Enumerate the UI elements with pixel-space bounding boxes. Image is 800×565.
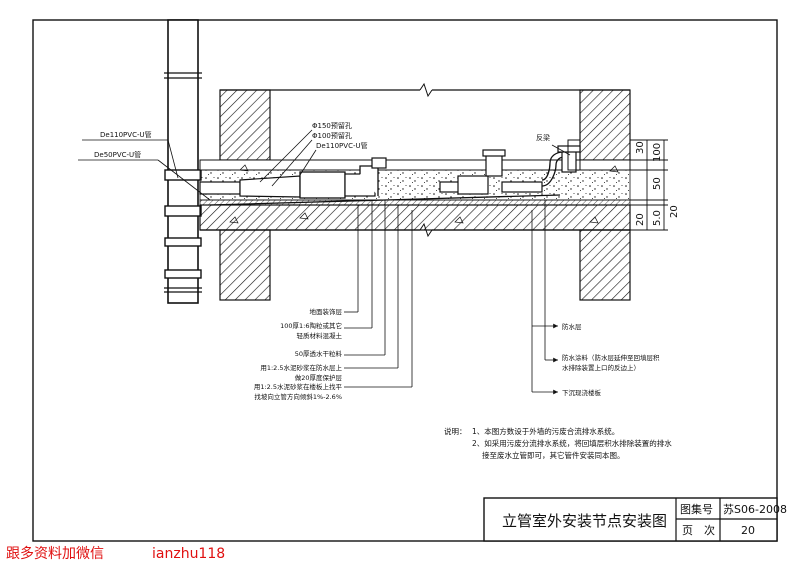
right-wall [579, 89, 631, 301]
layer-gravel: 50厚透水干粒料 [295, 349, 343, 358]
watermark: 跟多资料加微信 ianzhu118 [6, 543, 225, 563]
notes-line-1: 1、本图方数设于外墙的污废合流排水系统。 [472, 426, 619, 436]
vertical-riser-pipe [164, 19, 202, 304]
label-hole-100: Φ100预留孔 [312, 131, 352, 140]
pipe-labels: De110PVC-U管 De50PVC-U管 Φ150预留孔 Φ100预留孔 D… [94, 121, 550, 159]
atlas-number-label: 图集号 [680, 502, 713, 516]
leader-lines-left [78, 129, 571, 201]
layer-sunken-slab: 下沉现浇楼板 [562, 388, 602, 397]
ceiling-line [220, 82, 630, 98]
watermark-text-1: 跟多资料加微信 [6, 546, 104, 562]
layer-finish: 地面装饰层 [310, 307, 343, 316]
layer-protect-2: 做20厚度保护层 [295, 373, 343, 382]
drawing-title: 立管室外安装节点安装图 [502, 512, 667, 530]
label-de110-pipe: De110PVC-U管 [100, 130, 152, 139]
notes-line-2: 2、如采用污废分流排水系统，将回填层积水排除装置的排水 [472, 438, 672, 448]
layer-leaders [344, 200, 558, 395]
dim-20-a: 20 [635, 213, 646, 226]
layer-labels-right: 防水层 防水涂料（防水层延伸至回填层积 水排除装置上口的反边上） 下沉现浇楼板 [562, 322, 660, 397]
label-hole-150: Φ150预留孔 [312, 121, 352, 130]
atlas-number-value: 苏S06-2008 [723, 503, 787, 516]
layer-labels-left: 地面装饰层 100厚1:6陶粒或其它 轻质材料混凝土 50厚透水干粒料 用1:2… [254, 307, 343, 401]
dim-50: 50 [652, 177, 663, 190]
watermark-text-2: ianzhu118 [152, 546, 226, 562]
label-de110-inner: De110PVC-U管 [316, 141, 368, 150]
page-number-label: 页 次 [682, 523, 715, 537]
title-block: 立管室外安装节点安装图 图集号 苏S06-2008 页 次 20 [483, 497, 787, 542]
dimension-lines [630, 139, 668, 231]
layer-coating-1: 防水涂料（防水层延伸至回填层积 [562, 353, 660, 362]
notes-heading: 说明： [444, 426, 467, 436]
label-beam: 反梁 [536, 133, 550, 142]
upturned-beam [567, 139, 581, 171]
layer-coating-2: 水排除装置上口的反边上） [562, 363, 640, 372]
notes-block: 说明： 1、本图方数设于外墙的污废合流排水系统。 2、如采用污废分流排水系统，将… [444, 426, 672, 460]
layer-waterproof: 防水层 [562, 322, 582, 331]
dimension-texts: 30 100 50 20 5.0 20 [635, 141, 680, 226]
left-wall [219, 89, 271, 301]
dim-30: 30 [635, 141, 646, 154]
horizontal-drain-pipes [199, 145, 581, 199]
page-number-value: 20 [741, 524, 755, 537]
dim-100: 100 [652, 143, 663, 162]
dim-20-b: 20 [669, 205, 680, 218]
layer-leveling-1: 用1:2.5水泥砂浆在楼板上找平 [254, 382, 343, 391]
sheet-frame [32, 19, 778, 542]
dim-5: 5.0 [652, 210, 663, 226]
layer-protect-1: 用1:2.5水泥砂浆在防水层上 [260, 363, 342, 372]
layer-lightweight-2: 轻质材料混凝土 [297, 331, 343, 340]
notes-line-3: 接至废水立管即可，其它管件安装同本图。 [482, 450, 625, 460]
layer-leveling-2: 找坡向立管方向倾斜1%-2.6% [254, 392, 342, 401]
label-de50-pipe: De50PVC-U管 [94, 150, 141, 159]
layer-lightweight-1: 100厚1:6陶粒或其它 [280, 321, 342, 330]
